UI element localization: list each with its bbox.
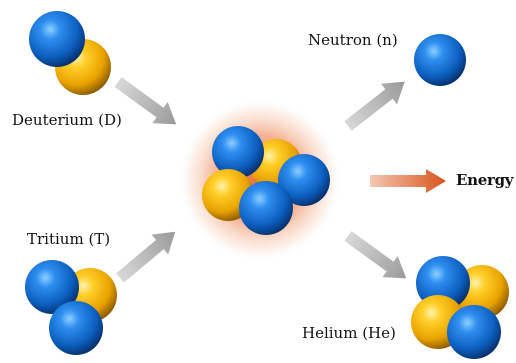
- tritium-nucleus: [25, 260, 117, 355]
- arrow-tritium-in: [116, 231, 176, 283]
- neutron-label: Neutron (n): [308, 31, 398, 49]
- deuterium-label: Deuterium (D): [12, 111, 122, 129]
- arrow-helium-out: [344, 231, 407, 279]
- neutron-sphere-front: [49, 301, 103, 355]
- proton-sphere: [25, 260, 79, 314]
- arrow-deuterium-in: [114, 77, 177, 125]
- energy-arrow: [370, 169, 446, 193]
- deuterium-nucleus: [29, 11, 111, 95]
- free-neutron-sphere: [414, 34, 466, 86]
- merged-nucleon: [239, 181, 293, 235]
- fusion-core: [178, 98, 342, 262]
- merged-nucleon: [212, 126, 264, 178]
- proton-sphere: [29, 11, 85, 67]
- helium-label: Helium (He): [302, 324, 396, 342]
- merged-nucleon: [278, 154, 330, 206]
- tritium-label: Tritium (T): [27, 230, 111, 248]
- helium-nucleus: [411, 256, 509, 359]
- proton-sphere: [447, 305, 501, 359]
- arrow-neutron-out: [344, 81, 405, 131]
- energy-label: Energy: [456, 171, 514, 189]
